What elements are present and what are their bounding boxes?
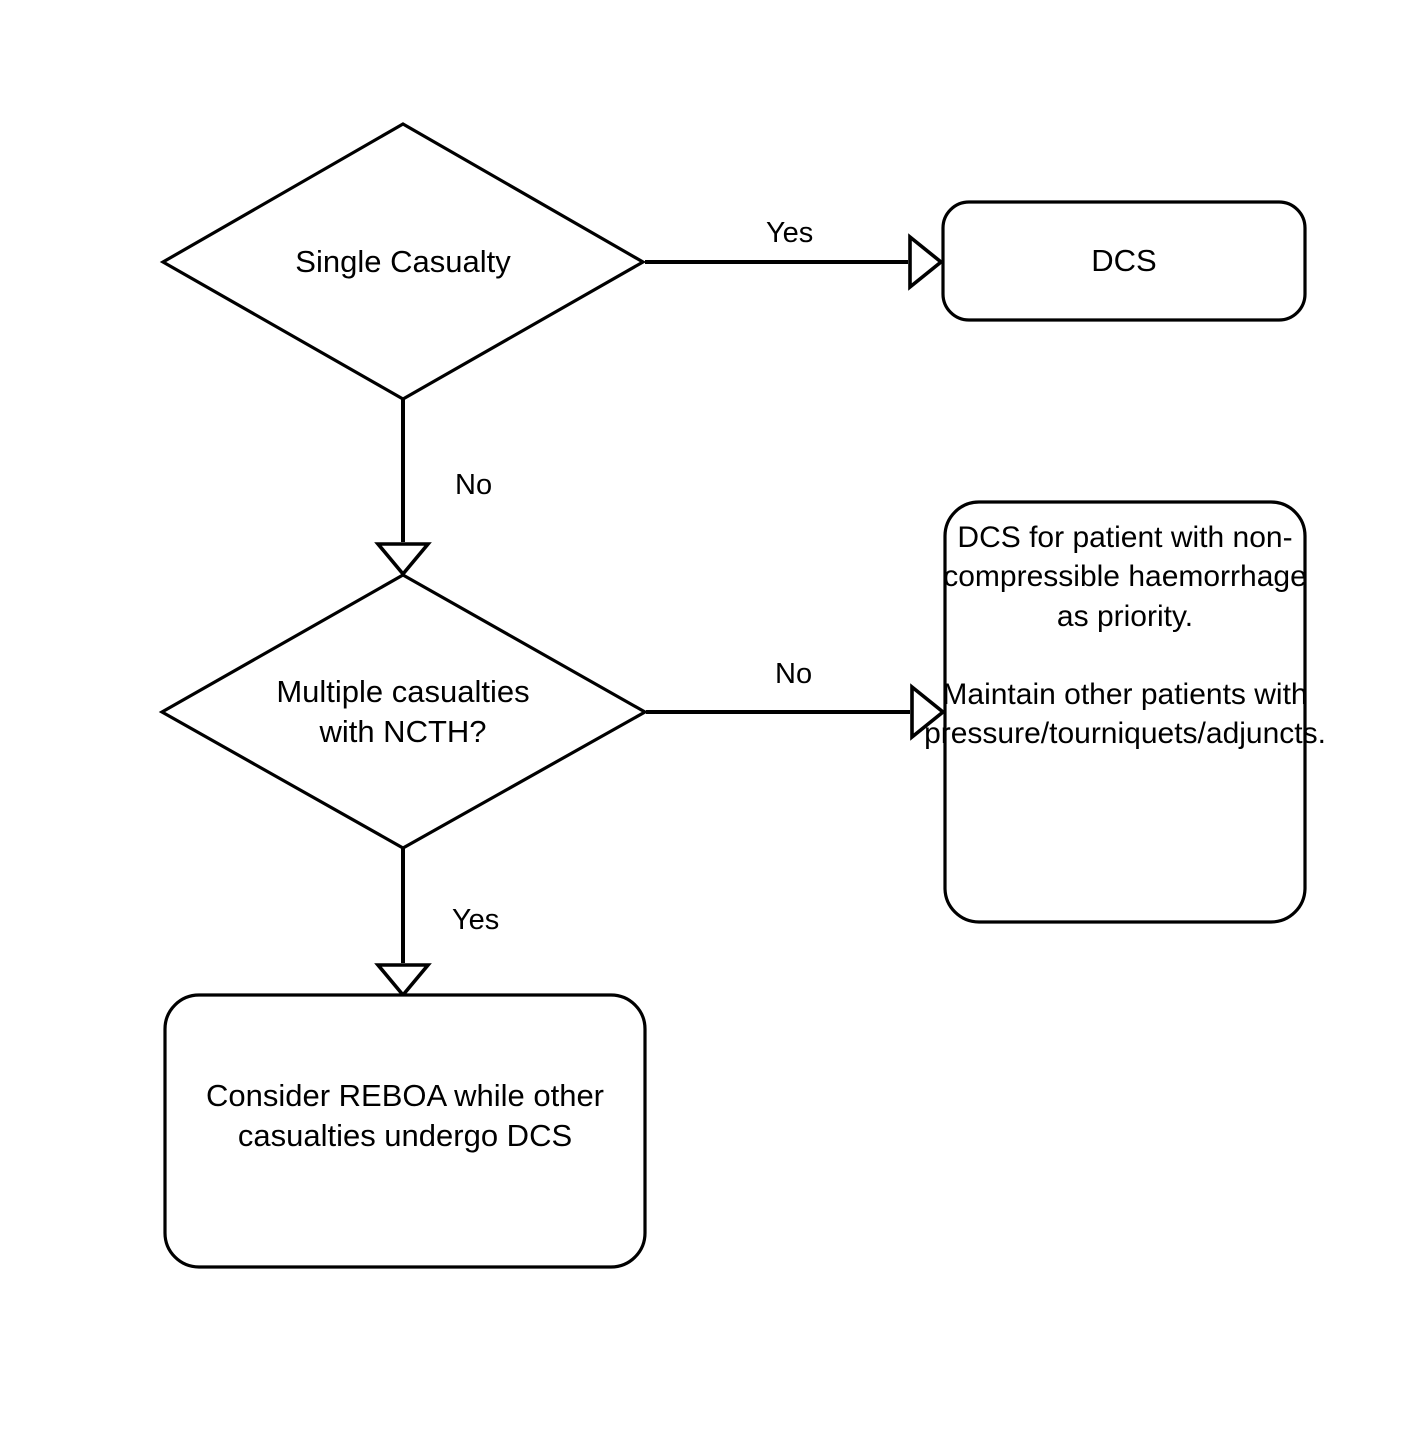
edge-arrowhead-multiple-casualties-no — [910, 683, 946, 741]
node-shape-dcs-priority[interactable] — [943, 500, 1307, 924]
edge-label-multiple-casualties-no: No — [775, 658, 813, 690]
node-shape-consider-reboa[interactable] — [163, 993, 647, 1269]
edge-label-single-casualty-yes: Yes — [766, 217, 814, 249]
edge-arrowhead-single-casualty-no — [374, 542, 432, 577]
edge-arrowhead-single-casualty-yes — [908, 233, 944, 291]
node-shape-single-casualty[interactable] — [159, 122, 647, 401]
edge-label-multiple-casualties-yes: Yes — [452, 904, 500, 936]
node-shape-dcs[interactable] — [941, 200, 1307, 322]
edge-arrowhead-multiple-casualties-yes — [374, 963, 432, 998]
edge-label-single-casualty-no: No — [455, 469, 493, 501]
node-shape-multiple-casualties[interactable] — [158, 573, 649, 850]
